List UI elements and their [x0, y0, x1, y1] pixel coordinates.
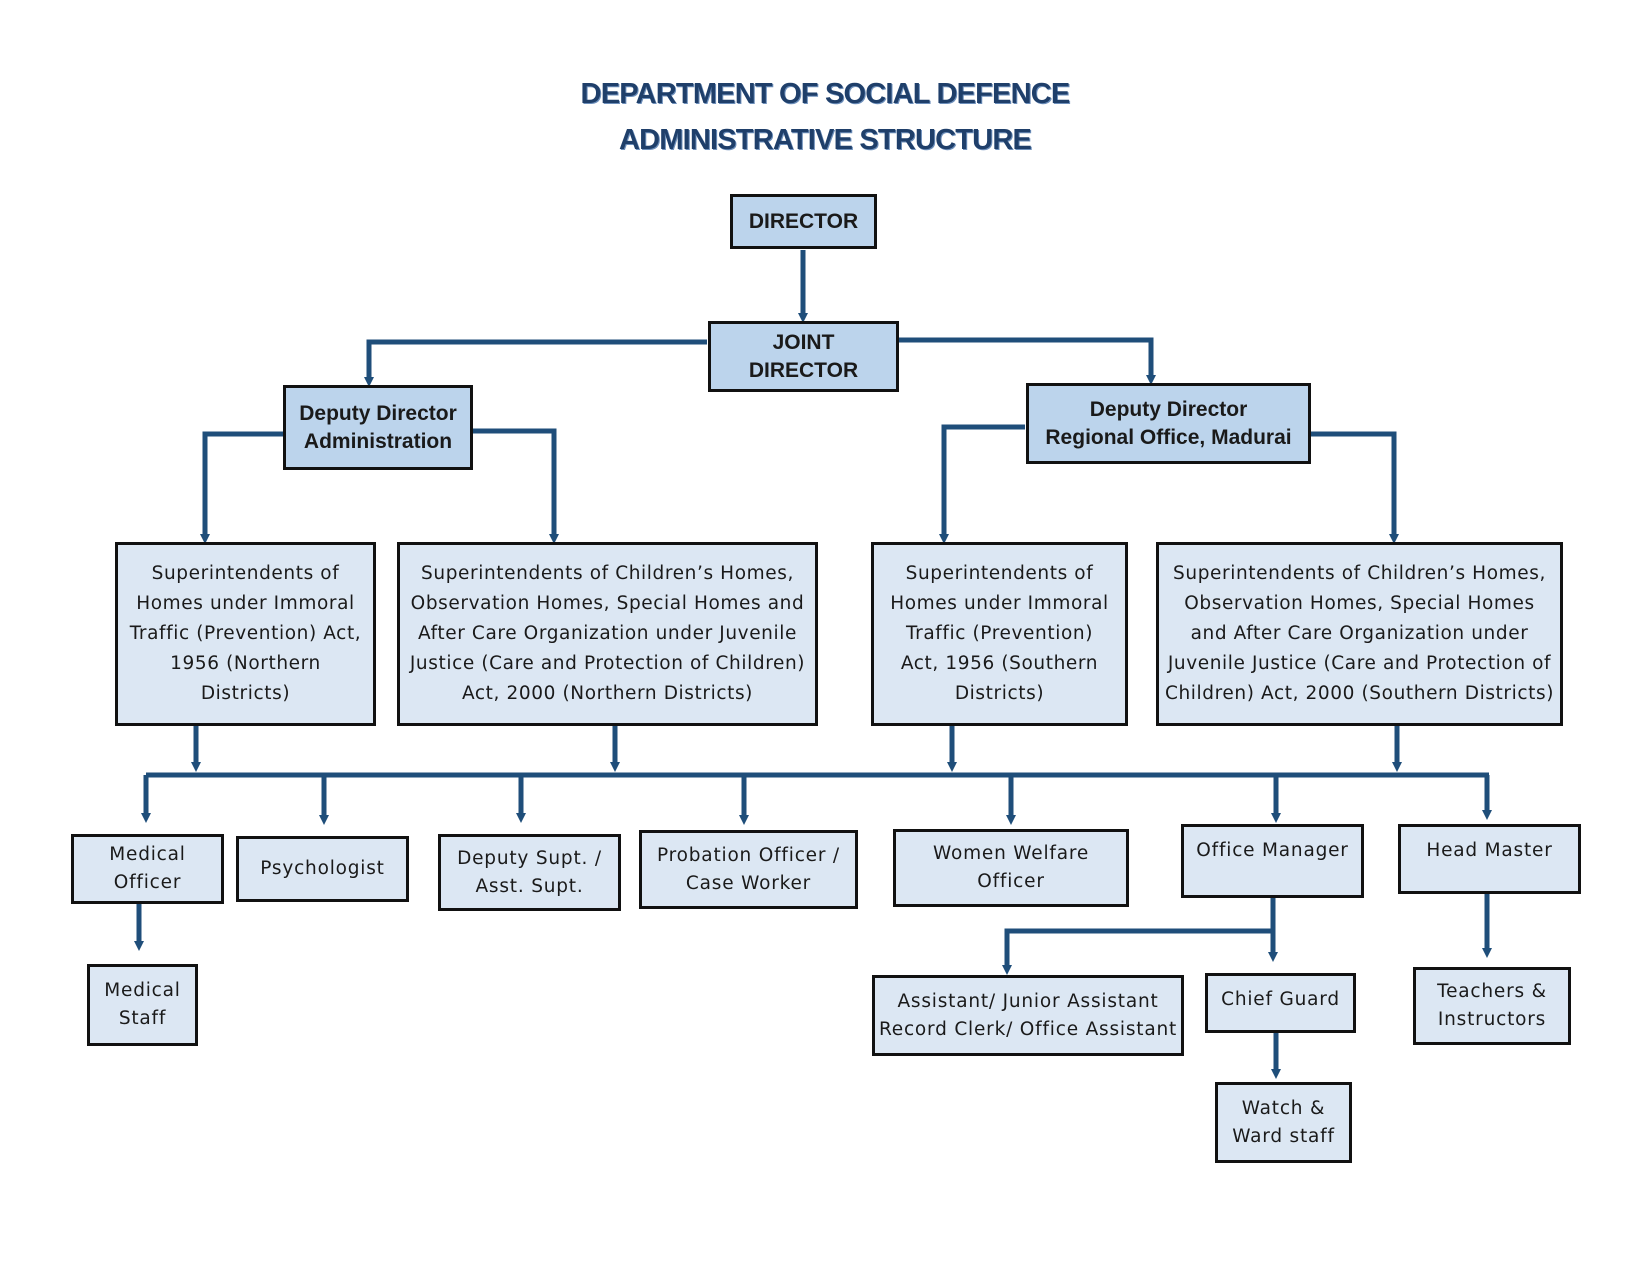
chief-guard-box: Chief Guard	[1205, 973, 1356, 1033]
supt-itpa-north-label: Superintendents of Homes under Immoral T…	[129, 563, 362, 704]
connector-ddadmin-jj-north	[473, 428, 559, 544]
dd-admin-box: Deputy Director Administration	[283, 385, 473, 470]
dd-madurai-box: Deputy Director Regional Office, Madurai	[1026, 383, 1311, 464]
office-manager-box: Office Manager	[1181, 824, 1364, 898]
watch-ward-box: Watch & Ward staff	[1215, 1082, 1352, 1163]
head-master-label: Head Master	[1426, 840, 1553, 861]
probation-officer-label: Probation Officer / Case Worker	[657, 844, 840, 894]
joint-director-box: JOINT DIRECTOR	[708, 321, 899, 392]
assistant-label: Assistant/ Junior Assistant Record Clerk…	[878, 990, 1178, 1040]
connector-joint-ddmadurai	[898, 337, 1156, 385]
head-master-box: Head Master	[1398, 824, 1581, 894]
title-line-2: ADMINISTRATIVE STRUCTURE	[618, 124, 1032, 156]
assistant-box: Assistant/ Junior Assistant Record Clerk…	[872, 975, 1184, 1056]
psychologist-label: Psychologist	[260, 858, 385, 879]
supt-jj-north-box: Superintendents of Children’s Homes, Obs…	[397, 542, 818, 726]
office-manager-label: Office Manager	[1196, 840, 1349, 861]
joint-director-label: JOINT DIRECTOR	[748, 330, 859, 382]
dd-madurai-label: Deputy Director Regional Office, Madurai	[1045, 397, 1292, 449]
chief-guard-label: Chief Guard	[1221, 989, 1340, 1010]
teachers-box: Teachers & Instructors	[1413, 967, 1571, 1045]
women-welfare-label: Women Welfare Officer	[932, 843, 1090, 892]
deputy-supt-label: Deputy Supt. / Asst. Supt.	[457, 847, 602, 897]
women-welfare-box: Women Welfare Officer	[893, 829, 1129, 907]
connector-office-assistant	[1002, 896, 1276, 975]
supt-jj-south-label: Superintendents of Children’s Homes, Obs…	[1164, 563, 1555, 704]
director-box: DIRECTOR	[730, 194, 877, 249]
medical-officer-label: Medical Officer	[109, 844, 186, 893]
teachers-label: Teachers & Instructors	[1437, 981, 1547, 1030]
medical-officer-box: Medical Officer	[71, 834, 224, 904]
supt-jj-north-label: Superintendents of Children’s Homes, Obs…	[409, 563, 806, 704]
psychologist-box: Psychologist	[236, 836, 409, 902]
supt-jj-south-box: Superintendents of Children’s Homes, Obs…	[1156, 542, 1563, 726]
medical-staff-label: Medical Staff	[104, 980, 181, 1029]
supt-itpa-south-box: Superintendents of Homes under Immoral T…	[871, 542, 1128, 726]
title-line-1: DEPARTMENT OF SOCIAL DEFENCE	[580, 78, 1071, 110]
connector-ddmadurai-jj-south	[1311, 431, 1399, 544]
supt-itpa-south-label: Superintendents of Homes under Immoral T…	[890, 563, 1109, 704]
dd-admin-label: Deputy Director Administration	[299, 401, 457, 453]
medical-staff-box: Medical Staff	[87, 964, 198, 1046]
connector-ddadmin-itpa-north	[200, 431, 283, 544]
deputy-supt-box: Deputy Supt. / Asst. Supt.	[438, 834, 621, 911]
connector-ddmadurai-itpa-south	[939, 424, 1025, 544]
watch-ward-label: Watch & Ward staff	[1232, 1097, 1335, 1147]
director-label: DIRECTOR	[748, 209, 859, 233]
probation-officer-box: Probation Officer / Case Worker	[639, 830, 858, 909]
supt-itpa-north-box: Superintendents of Homes under Immoral T…	[115, 542, 376, 726]
connector-joint-ddadmin	[364, 339, 707, 387]
